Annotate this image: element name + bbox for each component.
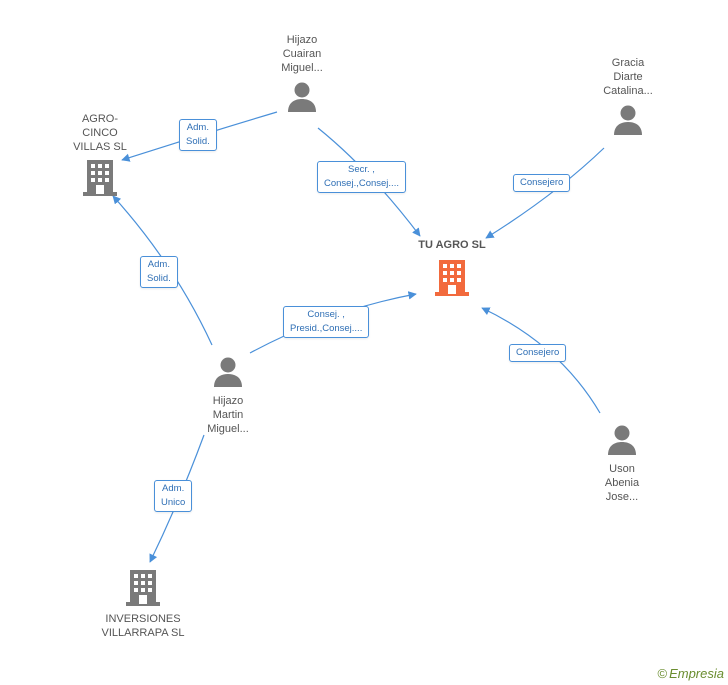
relation-label-line: Adm. — [186, 122, 209, 133]
node-label-line: Abenia — [604, 477, 640, 489]
relation-label-line: Consejero — [516, 347, 560, 358]
edge-gracia-tu — [485, 147, 605, 239]
node-label-line: Diarte — [613, 71, 643, 83]
relation-label-gracia-tu[interactable]: Consejero — [513, 174, 571, 192]
relation-label-martin-tu[interactable]: Consej. , Presid.,Consej.... — [283, 306, 370, 338]
node-label-line: Catalina... — [603, 85, 653, 97]
node-uson-abenia-jose[interactable]: Uson Abenia Jose... — [572, 424, 672, 504]
relation-label-line: Solid. — [186, 136, 210, 147]
person-icon — [614, 105, 642, 135]
relation-label-line: Presid.,Consej.... — [290, 323, 363, 334]
person-icon — [288, 82, 316, 112]
node-hijazo-martin-miguel[interactable]: Hijazo Martin Miguel... — [178, 356, 278, 436]
copyright-symbol: © — [657, 666, 668, 681]
relation-label-uson-tu[interactable]: Consejero — [509, 344, 567, 362]
node-label-line: Martin — [212, 409, 244, 421]
node-tu-agro-sl[interactable]: TU AGRO SL — [402, 238, 502, 302]
node-hijazo-cuairan-miguel[interactable]: Hijazo Cuairan Miguel... — [252, 33, 352, 117]
relation-label-martin-inv[interactable]: Adm. Unico — [154, 480, 193, 512]
node-label-line: CINCO — [82, 127, 118, 139]
company-icon — [126, 570, 160, 606]
brand-watermark[interactable]: ©Empresia — [657, 666, 724, 681]
node-label-line: VILLARRAPA SL — [101, 627, 185, 639]
node-label-line: Cuairan — [282, 48, 322, 60]
node-label-line: VILLAS SL — [73, 141, 127, 153]
node-gracia-diarte-catalina[interactable]: Gracia Diarte Catalina... — [578, 56, 678, 140]
relation-label-line: Unico — [161, 497, 186, 508]
node-label-line: AGRO- — [81, 113, 119, 125]
node-label-line: Miguel... — [281, 62, 323, 74]
relation-label-line: Adm. — [147, 259, 170, 270]
company-icon-main — [435, 260, 469, 296]
brand-name: Empresia — [669, 666, 724, 681]
relation-label-cuairan-agro[interactable]: Adm. Solid. — [179, 119, 217, 151]
node-label-line: INVERSIONES — [105, 613, 181, 625]
relation-label-line: Consejero — [520, 177, 564, 188]
node-inversiones-villarrapa-sl[interactable]: INVERSIONES VILLARRAPA SL — [88, 568, 198, 640]
relation-label-line: Solid. — [147, 273, 171, 284]
node-label-line: Hijazo — [286, 34, 318, 46]
node-agro-cinco-villas-sl[interactable]: AGRO- CINCO VILLAS SL — [50, 112, 150, 202]
relation-label-line: Consej.,Consej.... — [324, 178, 399, 189]
relation-label-line: Consej. , — [307, 309, 345, 320]
person-icon — [608, 425, 636, 455]
relation-label-line: Adm. — [162, 483, 185, 494]
node-label-line: Jose... — [605, 491, 639, 503]
node-label-line: Hijazo — [212, 395, 244, 407]
node-label-line: Gracia — [611, 57, 645, 69]
node-label-line: Miguel... — [207, 423, 249, 435]
node-label-line: Uson — [609, 463, 635, 475]
relation-label-line: Secr. , — [348, 164, 375, 175]
node-label-line: TU AGRO SL — [418, 239, 486, 251]
company-icon — [83, 160, 117, 196]
person-icon — [214, 357, 242, 387]
relation-label-cuairan-tu[interactable]: Secr. , Consej.,Consej.... — [317, 161, 406, 193]
relation-label-martin-agro[interactable]: Adm. Solid. — [140, 256, 178, 288]
